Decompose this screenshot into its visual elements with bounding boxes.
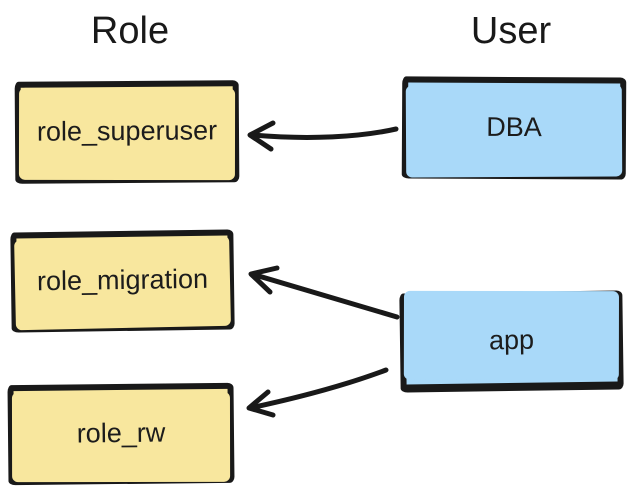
arrow-app-to-role-migration [248, 265, 400, 320]
arrowhead-icon [247, 120, 276, 152]
arrow-app-to-role-rw [246, 367, 389, 418]
node-role-migration: role_migration [10, 229, 235, 333]
node-label-role-migration: role_migration [36, 263, 209, 296]
node-app: app [399, 290, 624, 393]
arrow-line [247, 367, 389, 411]
arrow-line [249, 126, 399, 140]
arrow-line [249, 271, 400, 320]
node-label-role-rw: role_rw [76, 417, 166, 448]
node-role-rw: role_rw [7, 382, 235, 486]
node-label-dba: DBA [486, 111, 542, 142]
node-role-superuser: role_superuser [14, 80, 240, 184]
arrowhead-icon [246, 389, 276, 418]
node-dba: DBA [401, 76, 627, 180]
node-label-role-superuser: role_superuser [36, 114, 218, 147]
node-label-app: app [488, 324, 535, 356]
arrow-dba-to-role-superuser [247, 120, 399, 152]
column-heading-role: Role [90, 10, 170, 52]
arrowhead-icon [248, 265, 280, 295]
column-heading-user: User [470, 10, 552, 52]
